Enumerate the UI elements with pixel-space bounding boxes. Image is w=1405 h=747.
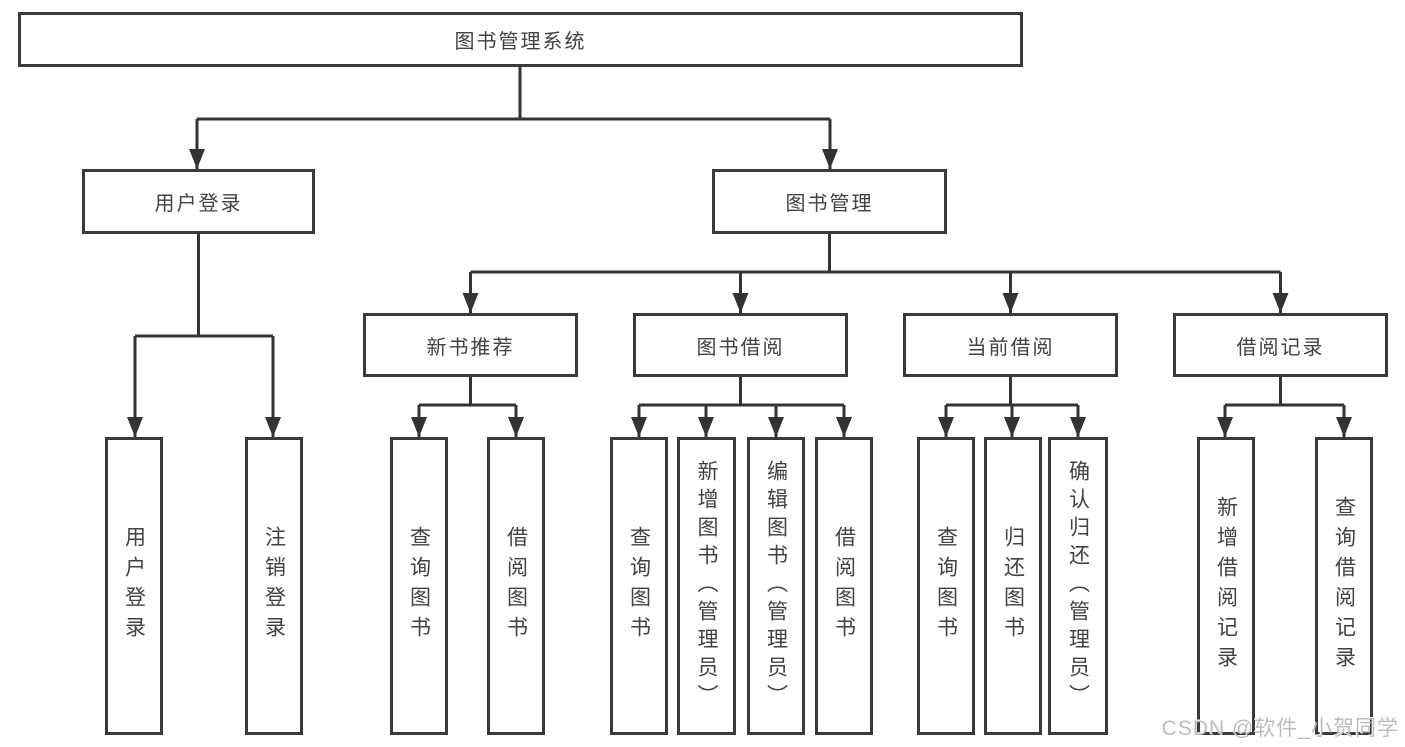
node-system-root: 图书管理系统: [18, 12, 1023, 67]
leaf-add-book-admin: 新增图书（管理员）: [677, 437, 736, 735]
node-label: 借阅图书: [504, 526, 528, 646]
node-label: 查询图书: [627, 526, 651, 646]
node-label: 新增借阅记录: [1214, 496, 1238, 676]
node-label: 图书管理: [785, 193, 874, 215]
node-label: 用户登录: [154, 193, 243, 215]
node-label: 编辑图书（管理员）: [764, 460, 788, 712]
node-label: 图书借阅: [696, 336, 785, 359]
leaf-add-borrow-record: 新增借阅记录: [1197, 437, 1255, 735]
leaf-logout: 注销登录: [245, 437, 303, 735]
node-label: 注销登录: [262, 526, 286, 646]
leaf-query-borrow-record: 查询借阅记录: [1315, 437, 1373, 735]
node-label: 查询图书: [407, 526, 431, 646]
leaf-user-login: 用户登录: [105, 437, 163, 735]
node-borrow-records: 借阅记录: [1173, 313, 1388, 377]
node-label: 当前借阅: [966, 336, 1055, 359]
node-label: 查询图书: [934, 526, 958, 646]
node-label: 借阅记录: [1236, 336, 1325, 359]
leaf-edit-book-admin: 编辑图书（管理员）: [747, 437, 805, 735]
node-label: 查询借阅记录: [1332, 496, 1356, 676]
leaf-confirm-return-admin: 确认归还（管理员）: [1048, 437, 1108, 735]
node-label: 归还图书: [1001, 526, 1025, 646]
leaf-borrow-books-1: 借阅图书: [487, 437, 545, 735]
node-label: 借阅图书: [832, 526, 856, 646]
node-label: 用户登录: [122, 526, 146, 646]
node-label: 确认归还（管理员）: [1066, 460, 1090, 712]
node-label: 图书管理系统: [454, 31, 587, 53]
node-book-management: 图书管理: [712, 169, 947, 234]
node-current-borrow: 当前借阅: [903, 313, 1118, 377]
leaf-query-books-3: 查询图书: [917, 437, 975, 735]
node-new-book-recommend: 新书推荐: [363, 313, 578, 377]
node-user-login: 用户登录: [82, 169, 315, 234]
watermark: CSDN @软件_小贺同学: [1161, 717, 1399, 740]
node-book-borrow: 图书借阅: [633, 313, 848, 377]
leaf-query-books-2: 查询图书: [610, 437, 668, 735]
leaf-borrow-books-2: 借阅图书: [815, 437, 873, 735]
node-label: 新增图书（管理员）: [695, 460, 718, 712]
leaf-query-books-1: 查询图书: [390, 437, 448, 735]
leaf-return-book: 归还图书: [984, 437, 1042, 735]
node-label: 新书推荐: [426, 336, 515, 359]
